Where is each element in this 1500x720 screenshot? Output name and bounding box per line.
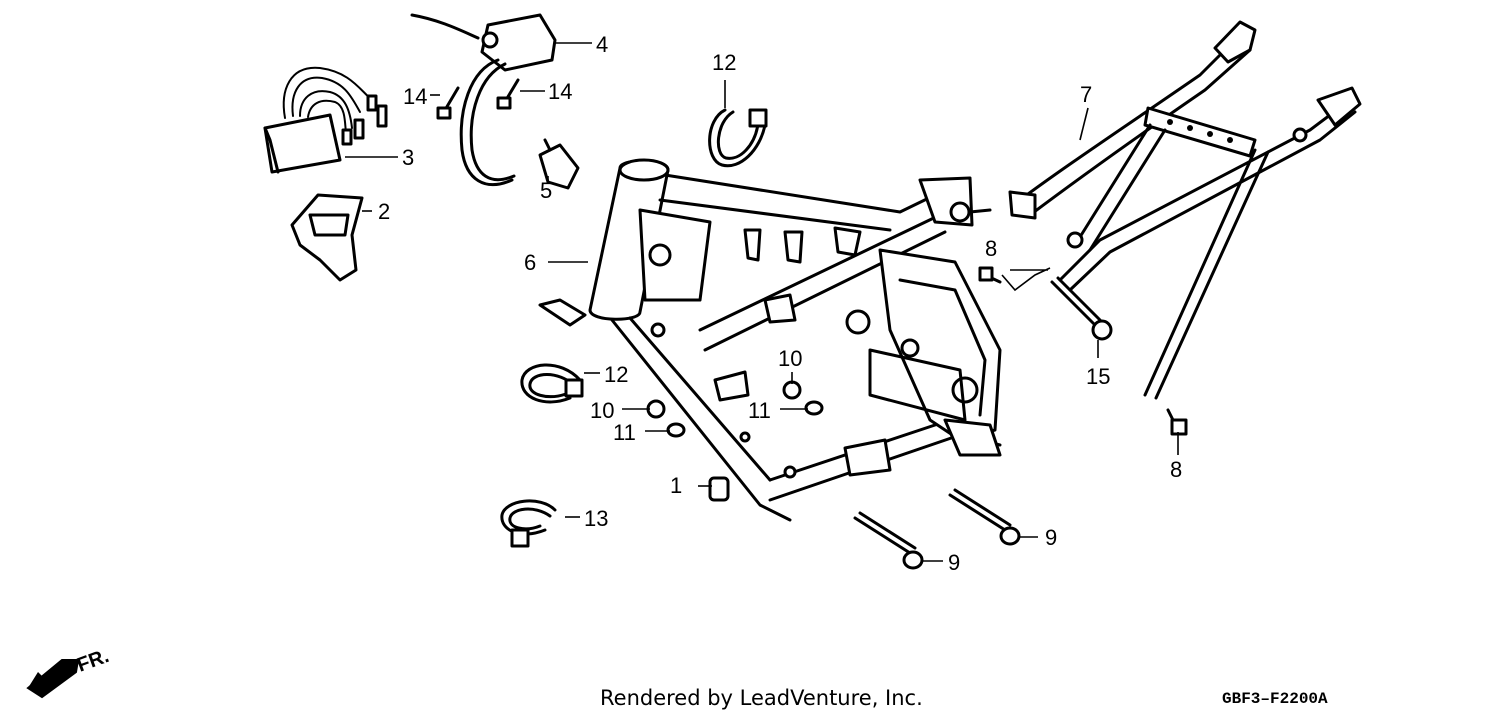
callout-2[interactable]: 2 [378, 199, 390, 224]
callout-9-lower[interactable]: 9 [948, 550, 960, 575]
spark-plug-cap[interactable] [538, 138, 580, 190]
washer-11-right[interactable] [804, 400, 824, 416]
callout-12-upper[interactable]: 12 [712, 50, 736, 75]
callout-14-right[interactable]: 14 [548, 79, 572, 104]
callout-8-lower[interactable]: 8 [1170, 457, 1182, 482]
main-frame[interactable] [538, 158, 1002, 522]
callout-labels: 1 2 3 4 5 6 7 8 8 9 9 10 10 11 11 12 12 … [378, 32, 1182, 575]
band-clamp-upper[interactable] [708, 108, 768, 168]
diagram-code: GBF3–F2200A [1222, 690, 1328, 708]
rear-subframe[interactable] [1008, 20, 1362, 400]
bolt-9-short[interactable] [853, 511, 924, 570]
leader-lines [345, 42, 1179, 562]
callout-8-upper[interactable]: 8 [985, 236, 997, 261]
ignition-coil[interactable] [410, 13, 557, 186]
bolt-14-right[interactable] [496, 78, 520, 110]
callout-15[interactable]: 15 [1086, 364, 1110, 389]
callout-14-left[interactable]: 14 [403, 84, 427, 109]
washer-11-left[interactable] [666, 422, 686, 438]
callout-5[interactable]: 5 [540, 178, 552, 203]
bolt-8-upper[interactable] [978, 266, 1002, 284]
callout-9-right[interactable]: 9 [1045, 525, 1057, 550]
arrow-left-icon [26, 659, 80, 699]
callout-13[interactable]: 13 [584, 506, 608, 531]
callout-7[interactable]: 7 [1080, 82, 1092, 107]
front-direction-arrow: FR. [26, 645, 112, 699]
callout-10-left[interactable]: 10 [590, 398, 614, 423]
callout-11-left[interactable]: 11 [613, 420, 636, 445]
band-clamp-lower[interactable] [520, 363, 584, 404]
cdi-mount-rubber[interactable] [290, 193, 364, 282]
direction-label: FR. [74, 645, 112, 677]
callout-4[interactable]: 4 [596, 32, 608, 57]
callout-11-right[interactable]: 11 [748, 398, 771, 423]
cdi-unit[interactable] [263, 66, 388, 174]
bolt-9-long[interactable] [948, 488, 1021, 546]
render-credit: Rendered by LeadVenture, Inc. [600, 686, 923, 710]
callout-10-right[interactable]: 10 [778, 346, 802, 371]
callout-3[interactable]: 3 [402, 145, 414, 170]
bolt-8-lower[interactable] [1166, 408, 1188, 436]
collar-1[interactable] [708, 476, 730, 502]
nut-10-right[interactable] [782, 380, 802, 400]
band-clamp-13[interactable] [500, 499, 557, 548]
bolt-14-left[interactable] [436, 86, 460, 120]
bolt-15[interactable] [1050, 276, 1113, 341]
nut-10-left[interactable] [646, 399, 666, 419]
callout-6[interactable]: 6 [524, 250, 536, 275]
callout-12-lower[interactable]: 12 [604, 362, 628, 387]
callout-1[interactable]: 1 [670, 473, 682, 498]
